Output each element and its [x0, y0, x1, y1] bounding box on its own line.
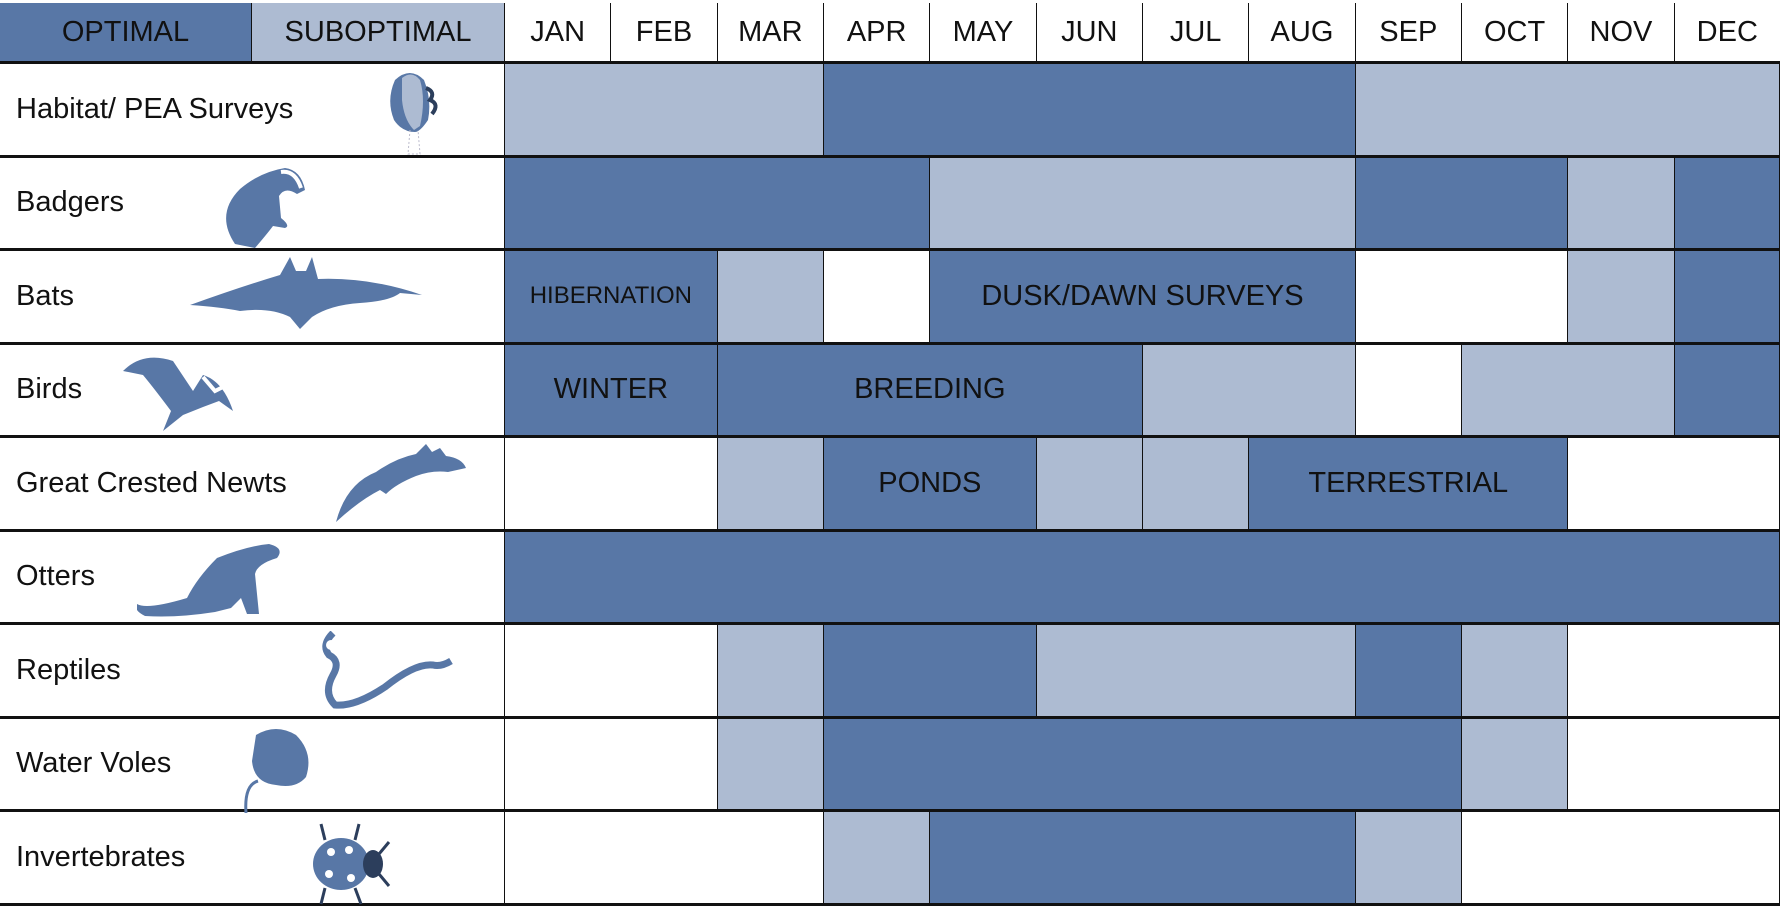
month-header-may: MAY: [929, 3, 1036, 64]
period-suboptimal: [1567, 157, 1674, 251]
newt-icon: [336, 444, 471, 524]
period-optimal: [504, 531, 1780, 625]
period-optimal: [1354, 625, 1461, 719]
row-label-text: Badgers: [16, 186, 125, 219]
legend-optimal: OPTIMAL: [0, 3, 252, 64]
ladybird-icon: [305, 818, 395, 905]
period-optimal: [822, 625, 1036, 719]
row-label: Bats: [0, 251, 504, 345]
row-label: Otters: [0, 532, 504, 625]
period-none: [1567, 438, 1780, 532]
row-label: Habitat/ PEA Surveys: [0, 64, 504, 158]
period-optimal: [1673, 251, 1780, 345]
period-optimal: [1354, 157, 1568, 251]
period-optimal: BREEDING: [716, 344, 1142, 438]
period-optimal: HIBERNATION: [504, 251, 717, 345]
period-suboptimal: [1141, 438, 1249, 532]
period-label: BREEDING: [854, 373, 1006, 406]
row-label: Birds: [0, 345, 504, 438]
period-none: [822, 251, 930, 345]
month-header-jun: JUN: [1035, 3, 1142, 64]
period-suboptimal: [822, 812, 930, 906]
period-suboptimal: [1035, 438, 1142, 532]
period-suboptimal: [1460, 344, 1674, 438]
period-suboptimal: [716, 251, 823, 345]
period-optimal: TERRESTRIAL: [1248, 438, 1568, 532]
month-header-sep: SEP: [1354, 3, 1461, 64]
period-optimal: WINTER: [504, 344, 717, 438]
month-header-dec: DEC: [1673, 3, 1780, 64]
period-label: WINTER: [553, 373, 669, 406]
row-label: Water Voles: [0, 719, 504, 813]
row-label-text: Habitat/ PEA Surveys: [16, 92, 294, 125]
row-label-text: Birds: [16, 373, 83, 406]
row-label-text: Great Crested Newts: [16, 466, 287, 499]
month-header-jan: JAN: [504, 3, 611, 64]
period-optimal: [1673, 344, 1780, 438]
period-suboptimal: [1141, 344, 1355, 438]
period-none: [504, 625, 717, 719]
month-header-oct: OCT: [1460, 3, 1568, 64]
period-optimal: [504, 157, 930, 251]
otter-icon: [136, 538, 297, 618]
period-label: DUSK/DAWN SURVEYS: [981, 279, 1304, 312]
period-suboptimal: [1567, 251, 1674, 345]
period-suboptimal: [1354, 64, 1780, 158]
month-header-apr: APR: [822, 3, 930, 64]
period-suboptimal: [929, 157, 1355, 251]
month-header-nov: NOV: [1567, 3, 1674, 64]
snake-icon: [315, 630, 465, 711]
period-optimal: DUSK/DAWN SURVEYS: [929, 251, 1355, 345]
period-optimal: PONDS: [822, 438, 1036, 532]
row-label: Badgers: [0, 158, 504, 251]
period-optimal: [929, 812, 1355, 906]
badger-icon: [215, 164, 315, 248]
period-label: HIBERNATION: [529, 282, 692, 310]
period-none: [504, 438, 717, 532]
row-label: Invertebrates: [0, 812, 504, 906]
bat-icon: [190, 257, 430, 337]
month-header-aug: AUG: [1248, 3, 1355, 64]
period-suboptimal: [716, 438, 823, 532]
period-optimal: [822, 718, 1461, 812]
period-none: [1354, 344, 1461, 438]
row-label: Great Crested Newts: [0, 438, 504, 532]
row-label-text: Invertebrates: [16, 840, 186, 873]
row-label-text: Otters: [16, 560, 95, 593]
period-suboptimal: [1460, 625, 1568, 719]
legend-suboptimal: SUBOPTIMAL: [252, 3, 504, 64]
period-none: [1567, 718, 1780, 812]
period-none: [504, 812, 823, 906]
month-header-feb: FEB: [610, 3, 717, 64]
row-label-text: Reptiles: [16, 653, 121, 686]
period-none: [1460, 812, 1780, 906]
period-none: [1354, 251, 1568, 345]
vole-icon: [236, 725, 326, 813]
month-header-mar: MAR: [716, 3, 823, 64]
period-suboptimal: [504, 64, 823, 158]
period-suboptimal: [716, 718, 823, 812]
period-label: TERRESTRIAL: [1308, 466, 1509, 499]
row-label: Reptiles: [0, 625, 504, 719]
tree-icon: [380, 70, 450, 155]
row-label-text: Bats: [16, 279, 75, 312]
period-none: [1567, 625, 1780, 719]
bird-icon: [123, 351, 253, 431]
month-header-jul: JUL: [1141, 3, 1249, 64]
period-suboptimal: [1035, 625, 1355, 719]
period-none: [504, 718, 717, 812]
row-label-text: Water Voles: [16, 747, 172, 780]
period-optimal: [822, 64, 1355, 158]
period-suboptimal: [1460, 718, 1568, 812]
period-suboptimal: [1354, 812, 1461, 906]
period-label: PONDS: [878, 466, 982, 499]
period-optimal: [1673, 157, 1780, 251]
period-suboptimal: [716, 625, 823, 719]
